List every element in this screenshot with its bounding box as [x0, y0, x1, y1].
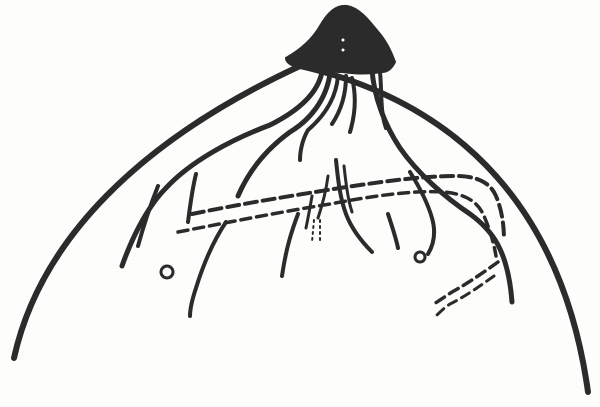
apex-blob	[286, 6, 395, 74]
right-strand-1	[388, 214, 398, 248]
apex-dot-2	[342, 49, 345, 52]
left-strand-3	[138, 186, 158, 246]
dashed-tail-1	[434, 262, 498, 304]
central-strand-4	[306, 196, 312, 228]
branch-right-inner	[380, 72, 386, 128]
central-strand-1	[336, 160, 372, 252]
branch-center-2	[350, 78, 355, 132]
apex-dot-1	[342, 39, 345, 42]
ring-left	[161, 266, 173, 278]
left-strand-2	[190, 222, 226, 316]
central-strand-3	[318, 176, 328, 218]
central-strand-5	[282, 214, 298, 276]
ring-right	[415, 252, 425, 262]
dotted-tick-1	[312, 220, 314, 242]
